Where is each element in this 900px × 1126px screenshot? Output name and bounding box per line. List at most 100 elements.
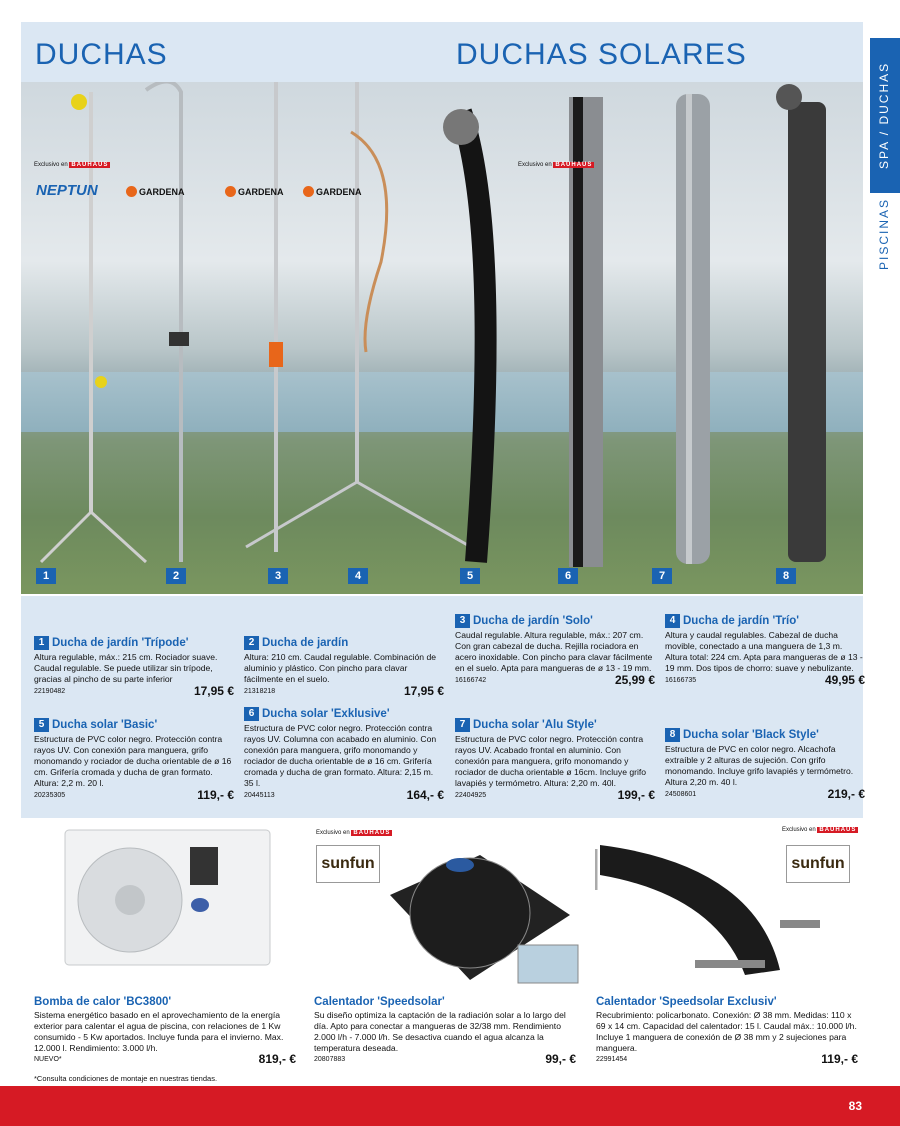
product-name: Calentador 'Speedsolar Exclusiv' (596, 996, 777, 1008)
image-number-6: 6 (558, 568, 578, 584)
brand-neptun: NEPTUN (36, 182, 98, 199)
gardena-logo-icon (303, 186, 314, 197)
product-number: 2 (244, 636, 259, 650)
product-name: Ducha solar 'Alu Style' (473, 718, 597, 731)
product-code: 22190482 (34, 688, 66, 695)
product-price: 25,99 € (614, 673, 655, 687)
showers-photo (21, 82, 863, 594)
product-number: 1 (34, 636, 49, 650)
product-number: 4 (665, 614, 680, 628)
product-name: Ducha de jardín 'Trío' (683, 614, 800, 627)
speedsolar-exclusiv-image (595, 845, 820, 975)
product-price: 99,- € (545, 1052, 576, 1066)
product-description: Altura: 210 cm. Caudal regulable. Combin… (244, 652, 437, 684)
product-code: 21318218 (244, 688, 276, 695)
product-number: 6 (244, 707, 259, 721)
product-description: Recubrimiento: policarbonato. Conexión: … (596, 1010, 857, 1053)
image-number-7: 7 (652, 568, 672, 584)
product-code: 24508601 (665, 791, 697, 798)
product-price: 164,- € (406, 788, 444, 802)
section-title-duchas: DUCHAS (35, 38, 168, 71)
product-name: Ducha de jardín (262, 636, 349, 649)
gardena-logo-icon (225, 186, 236, 197)
footnote: *Consulta condiciones de montaje en nues… (34, 1074, 218, 1083)
product-price: 119,- € (197, 788, 234, 802)
exclusive-brand: BAUHAUS (351, 830, 393, 836)
product-description: Su diseño optimiza la captación de la ra… (314, 1010, 566, 1053)
bottom-product-1: Bomba de calor 'BC3800' Sistema energéti… (34, 996, 296, 1066)
tab-piscinas[interactable]: PISCINAS (877, 197, 891, 270)
product-name: Ducha solar 'Basic' (52, 718, 158, 731)
exclusive-badge-2: Exclusivo en BAUHAUS (518, 161, 595, 169)
product-description: Estructura de PVC color negro. Protecció… (34, 734, 232, 788)
product-price: 199,- € (617, 788, 655, 802)
product-name: Ducha solar 'Black Style' (683, 728, 819, 741)
image-number-8: 8 (776, 568, 796, 584)
section-title-duchas-solares: DUCHAS SOLARES (456, 38, 747, 71)
heat-pump-image (64, 829, 271, 966)
product-description: Altura regulable, máx.: 215 cm. Rociador… (34, 652, 218, 684)
product-number: 7 (455, 718, 470, 732)
product-code: NUEVO* (34, 1056, 62, 1063)
bottom-product-3: Calentador 'Speedsolar Exclusiv' Recubri… (596, 996, 858, 1066)
header-band (21, 22, 863, 82)
product-code: 20807883 (314, 1056, 346, 1063)
image-number-3: 3 (268, 568, 288, 584)
brand-gardena-1: GARDENA (126, 186, 185, 197)
page-number: 83 (848, 1099, 862, 1113)
pool-background (21, 372, 863, 432)
product-price: 119,- € (821, 1052, 858, 1066)
product-code: 22991454 (596, 1056, 628, 1063)
brand-gardena-2: GARDENA (225, 186, 284, 197)
product-description: Estructura de PVC color negro. Protecció… (455, 734, 647, 788)
product-description: Altura y caudal regulables. Cabezal de d… (665, 630, 863, 673)
product-name: Calentador 'Speedsolar' (314, 996, 445, 1008)
product-code: 16166735 (665, 677, 697, 684)
product-price: 219,- € (827, 787, 865, 801)
product-price: 819,- € (258, 1052, 296, 1066)
product-name: Bomba de calor 'BC3800' (34, 996, 172, 1008)
exclusive-prefix: Exclusivo en (518, 162, 552, 168)
product-name: Ducha de jardín 'Trípode' (52, 636, 189, 649)
image-number-1: 1 (36, 568, 56, 584)
tab-spa-duchas[interactable] (870, 38, 900, 193)
sunfun-logo-text: sunfun (791, 855, 845, 872)
product-price: 17,95 € (403, 684, 444, 698)
exclusive-brand: BAUHAUS (553, 162, 595, 168)
image-number-4: 4 (348, 568, 368, 584)
exclusive-badge-1: Exclusivo en BAUHAUS (34, 161, 111, 169)
product-number: 3 (455, 614, 470, 628)
exclusive-badge-3: Exclusivo en BAUHAUS (316, 829, 393, 837)
product-code: 16166742 (455, 677, 487, 684)
product-price: 17,95 € (193, 684, 234, 698)
product-description: Estructura de PVC en color negro. Alcach… (665, 744, 854, 787)
sunfun-logo: sunfun (316, 845, 380, 883)
image-number-5: 5 (460, 568, 480, 584)
sunfun-logo-text: sunfun (321, 855, 375, 872)
tab-spa-duchas-label: SPA / DUCHAS (877, 61, 891, 170)
product-code: 20445113 (244, 792, 275, 799)
exclusive-brand: BAUHAUS (817, 827, 859, 833)
products-band (21, 596, 863, 818)
footer-bar (0, 1086, 900, 1126)
product-code: 22404925 (455, 792, 487, 799)
exclusive-brand: BAUHAUS (69, 162, 111, 168)
image-number-2: 2 (166, 568, 186, 584)
sunfun-logo-2: sunfun (786, 845, 850, 883)
